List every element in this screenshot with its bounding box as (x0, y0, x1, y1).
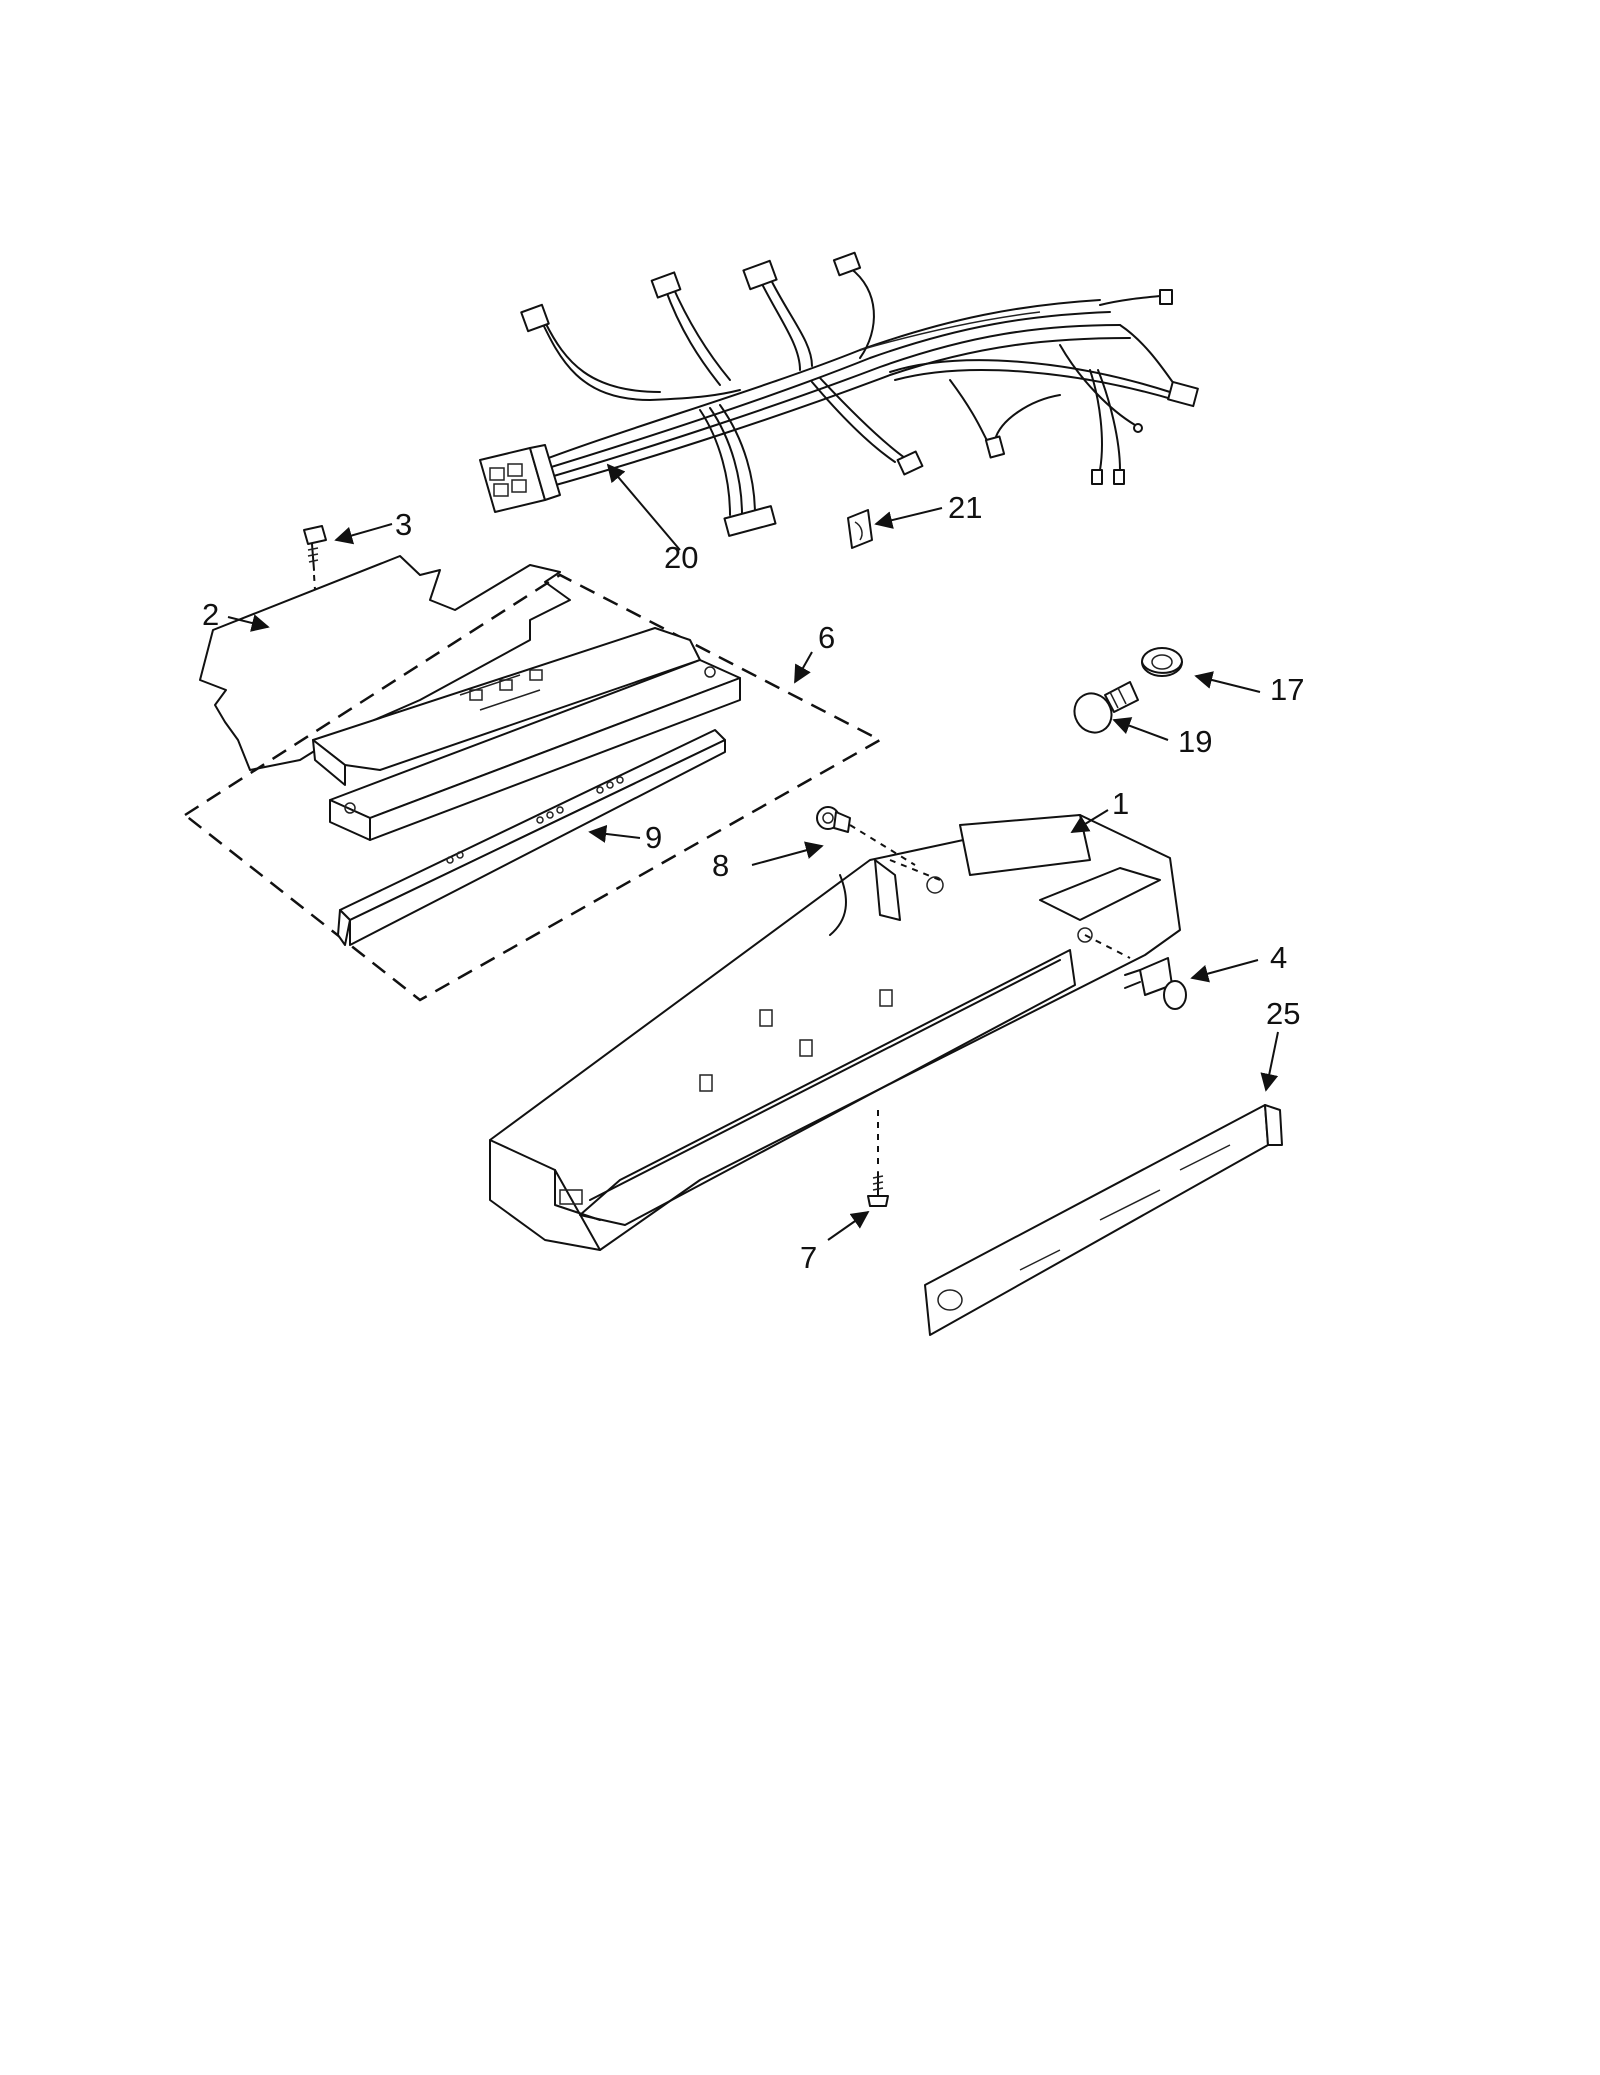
harness-main-connector (479, 444, 561, 513)
leader-8 (751, 841, 824, 866)
leader-arrows (227, 463, 1279, 1241)
leader-21 (874, 507, 943, 529)
callout-8: 8 (712, 848, 729, 883)
callout-labels: 20 21 3 2 6 9 8 1 4 25 7 17 19 (202, 490, 1304, 1275)
leader-3 (334, 523, 393, 545)
callout-6: 6 (818, 620, 835, 655)
leader-4 (1190, 959, 1259, 983)
leader-20 (606, 463, 681, 551)
callout-7: 7 (800, 1240, 817, 1275)
leader-7 (827, 1210, 870, 1241)
nameplate-part-25 (924, 1104, 1283, 1336)
clip-part-21 (847, 509, 873, 549)
callout-19: 19 (1178, 724, 1212, 759)
leader-17 (1194, 671, 1261, 693)
callout-21: 21 (948, 490, 982, 525)
callout-4: 4 (1270, 940, 1287, 975)
led-board-part-9 (337, 729, 726, 946)
leader-2 (227, 614, 270, 632)
screw-part-7 (867, 1110, 889, 1207)
leader-6 (794, 651, 813, 684)
leader-25 (1260, 1031, 1279, 1092)
callout-25: 25 (1266, 996, 1300, 1031)
housing-part-1 (489, 814, 1181, 1251)
leader-19 (1112, 717, 1169, 741)
cover-plate-part-2 (199, 555, 571, 771)
callout-20: 20 (664, 540, 698, 575)
leader-1 (1070, 809, 1109, 833)
plug-part-8 (816, 806, 916, 866)
callout-3: 3 (395, 507, 412, 542)
bulb-part-19 (1073, 681, 1139, 734)
callout-17: 17 (1270, 672, 1304, 707)
leader-9 (588, 824, 641, 843)
display-board (329, 659, 741, 841)
callout-1: 1 (1112, 786, 1129, 821)
lamp-holder-part-17 (1141, 647, 1183, 677)
wire-harness-part-20 (479, 251, 1199, 537)
callout-9: 9 (645, 820, 662, 855)
callout-2: 2 (202, 597, 219, 632)
lamp-socket-part-4 (1124, 957, 1187, 1010)
